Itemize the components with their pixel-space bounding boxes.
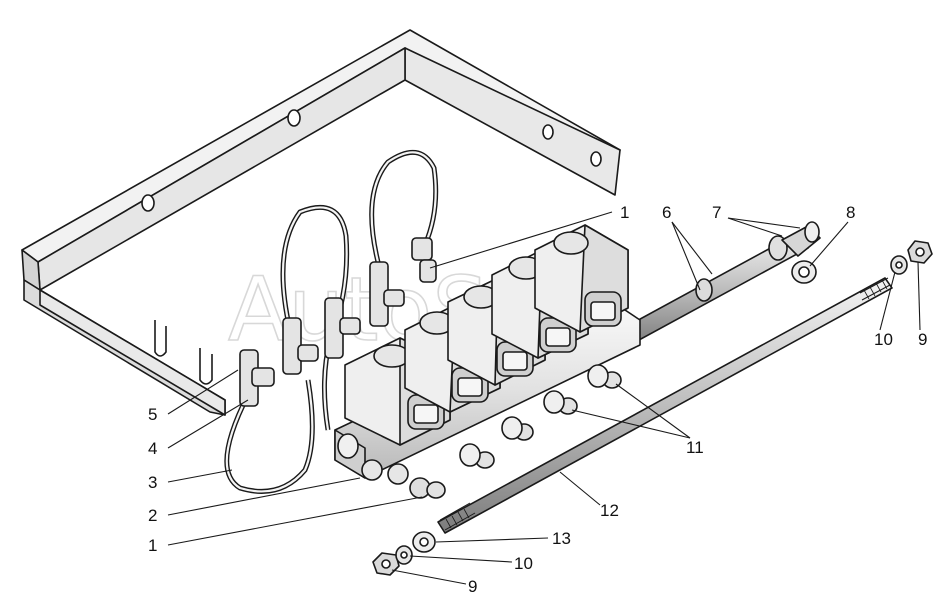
callout-6: 6	[662, 203, 671, 222]
manifold-tube	[619, 221, 821, 347]
solenoid-valves	[344, 224, 629, 446]
callout-1-lower: 1	[148, 536, 157, 555]
callout-10-upper: 10	[874, 330, 893, 349]
tee-fittings	[239, 237, 437, 407]
connecting-pipes-highlight	[225, 151, 437, 493]
callout-1-upper: 1	[620, 203, 629, 222]
solenoid-valve	[534, 224, 629, 333]
callout-9-upper: 9	[918, 330, 927, 349]
callout-12: 12	[600, 501, 619, 520]
callout-2: 2	[148, 506, 157, 525]
callout-5: 5	[148, 405, 157, 424]
callout-7: 7	[712, 203, 721, 222]
threaded-rod	[437, 277, 893, 534]
callout-8: 8	[846, 203, 855, 222]
callout-4: 4	[148, 439, 157, 458]
outlet-fittings	[426, 364, 622, 499]
callout-9-lower: 9	[468, 577, 477, 596]
callout-10-lower: 10	[514, 554, 533, 573]
callout-3: 3	[148, 473, 157, 492]
leader-lines	[167, 211, 921, 585]
callout-labels: 1 1 2 3 4 5 6 7 8 9 9 10 10 11 12 13	[148, 203, 927, 596]
callout-11: 11	[686, 438, 704, 457]
callout-13: 13	[552, 529, 571, 548]
mounting-bracket	[21, 29, 621, 416]
fasteners	[372, 240, 933, 576]
